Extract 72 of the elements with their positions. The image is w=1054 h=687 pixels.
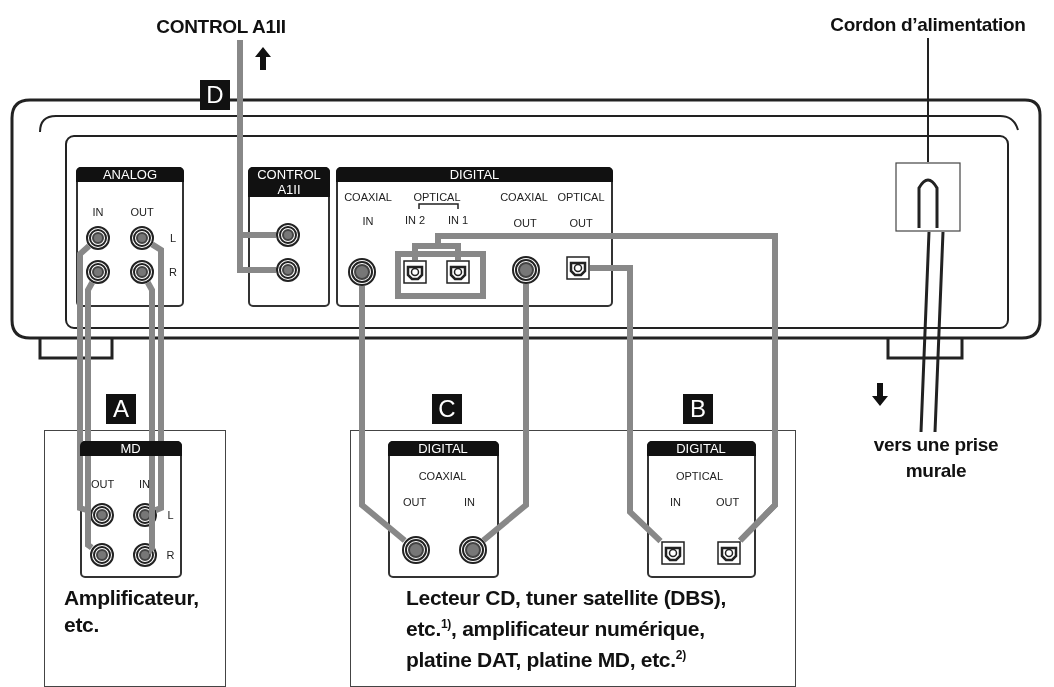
panel-header: ANALOG bbox=[76, 167, 184, 182]
panel-header: DIGITAL bbox=[336, 167, 613, 182]
device-frame bbox=[44, 430, 226, 687]
jack-label: R bbox=[166, 548, 175, 561]
jack-label: L bbox=[167, 508, 174, 521]
panel-header: DIGITAL bbox=[387, 440, 499, 456]
panel-header: CONTROL A1II bbox=[248, 167, 330, 197]
jack-label: R bbox=[169, 266, 177, 278]
panel-header: DIGITAL bbox=[646, 440, 756, 456]
callout-text: Cordon d’alimentation bbox=[829, 13, 1027, 37]
connector-panel bbox=[646, 440, 756, 578]
jack-label: IN bbox=[464, 495, 475, 508]
jack-label: IN bbox=[92, 206, 104, 218]
panel-header: MD bbox=[79, 440, 182, 456]
rca-jack bbox=[458, 535, 487, 564]
device-caption: Lecteur CD, tuner satellite (DBS), etc.$^{1)}$, amplificateur numérique, platine DAT, platine MD, etc.$^{2)}$ bbox=[406, 585, 728, 673]
device-frame bbox=[350, 430, 796, 687]
jack-label: OUT bbox=[513, 217, 537, 229]
cable bbox=[85, 281, 95, 551]
jack-label: COAXIAL bbox=[344, 191, 392, 203]
jack-label: IN 2 bbox=[404, 214, 426, 226]
leader-line bbox=[927, 37, 929, 163]
jack-label: OPTICAL bbox=[675, 469, 724, 482]
rca-jack bbox=[348, 258, 376, 286]
rca-jack bbox=[130, 260, 154, 284]
jack-label: OUT bbox=[569, 217, 593, 229]
callout-text: vers une prise murale bbox=[872, 433, 1000, 483]
rca-jack bbox=[276, 223, 300, 247]
letter-badge: D bbox=[200, 80, 230, 110]
connector-panel bbox=[76, 167, 184, 307]
rca-jack bbox=[130, 226, 154, 250]
jack-label: OUT bbox=[402, 495, 427, 508]
cable bbox=[77, 243, 91, 514]
jack-label: IN bbox=[362, 215, 374, 227]
power-cord bbox=[919, 230, 945, 434]
jack-label: IN 1 bbox=[447, 214, 469, 226]
jack-label: L bbox=[169, 232, 177, 244]
optical-jack bbox=[660, 540, 685, 565]
letter-badge: A bbox=[106, 394, 136, 424]
device-caption: Amplificateur, etc. bbox=[64, 585, 200, 638]
jack-label: IN bbox=[670, 495, 681, 508]
jack-label: OUT bbox=[715, 495, 740, 508]
optical-jack bbox=[716, 540, 741, 565]
cable bbox=[481, 284, 529, 543]
jack-label: OUT bbox=[90, 477, 115, 490]
letter-badge: C bbox=[432, 394, 462, 424]
optical-jack bbox=[566, 256, 590, 280]
cable bbox=[590, 265, 663, 544]
jack-label: OPTICAL bbox=[557, 191, 605, 203]
cable bbox=[150, 241, 164, 513]
jack-label: COAXIAL bbox=[418, 469, 467, 482]
connector-panel bbox=[248, 167, 330, 307]
jack-label: OPTICAL bbox=[413, 191, 461, 203]
connector-panel bbox=[336, 167, 613, 307]
callout-text: CONTROL A1II bbox=[155, 15, 287, 39]
cable bbox=[359, 286, 407, 543]
jack-label: IN bbox=[139, 477, 150, 490]
power-socket bbox=[895, 162, 961, 232]
connector-panel bbox=[387, 440, 499, 578]
jack-label: OUT bbox=[130, 206, 154, 218]
rca-jack bbox=[89, 542, 114, 567]
cable bbox=[145, 281, 155, 555]
rca-jack bbox=[89, 502, 114, 527]
rca-jack bbox=[276, 258, 300, 282]
optical-jack bbox=[446, 260, 470, 284]
jack-label: COAXIAL bbox=[500, 191, 548, 203]
rca-jack bbox=[512, 256, 540, 284]
rca-jack bbox=[401, 535, 430, 564]
letter-badge: B bbox=[683, 394, 713, 424]
optical-jack bbox=[403, 260, 427, 284]
rca-jack bbox=[86, 260, 110, 284]
rca-jack bbox=[86, 226, 110, 250]
